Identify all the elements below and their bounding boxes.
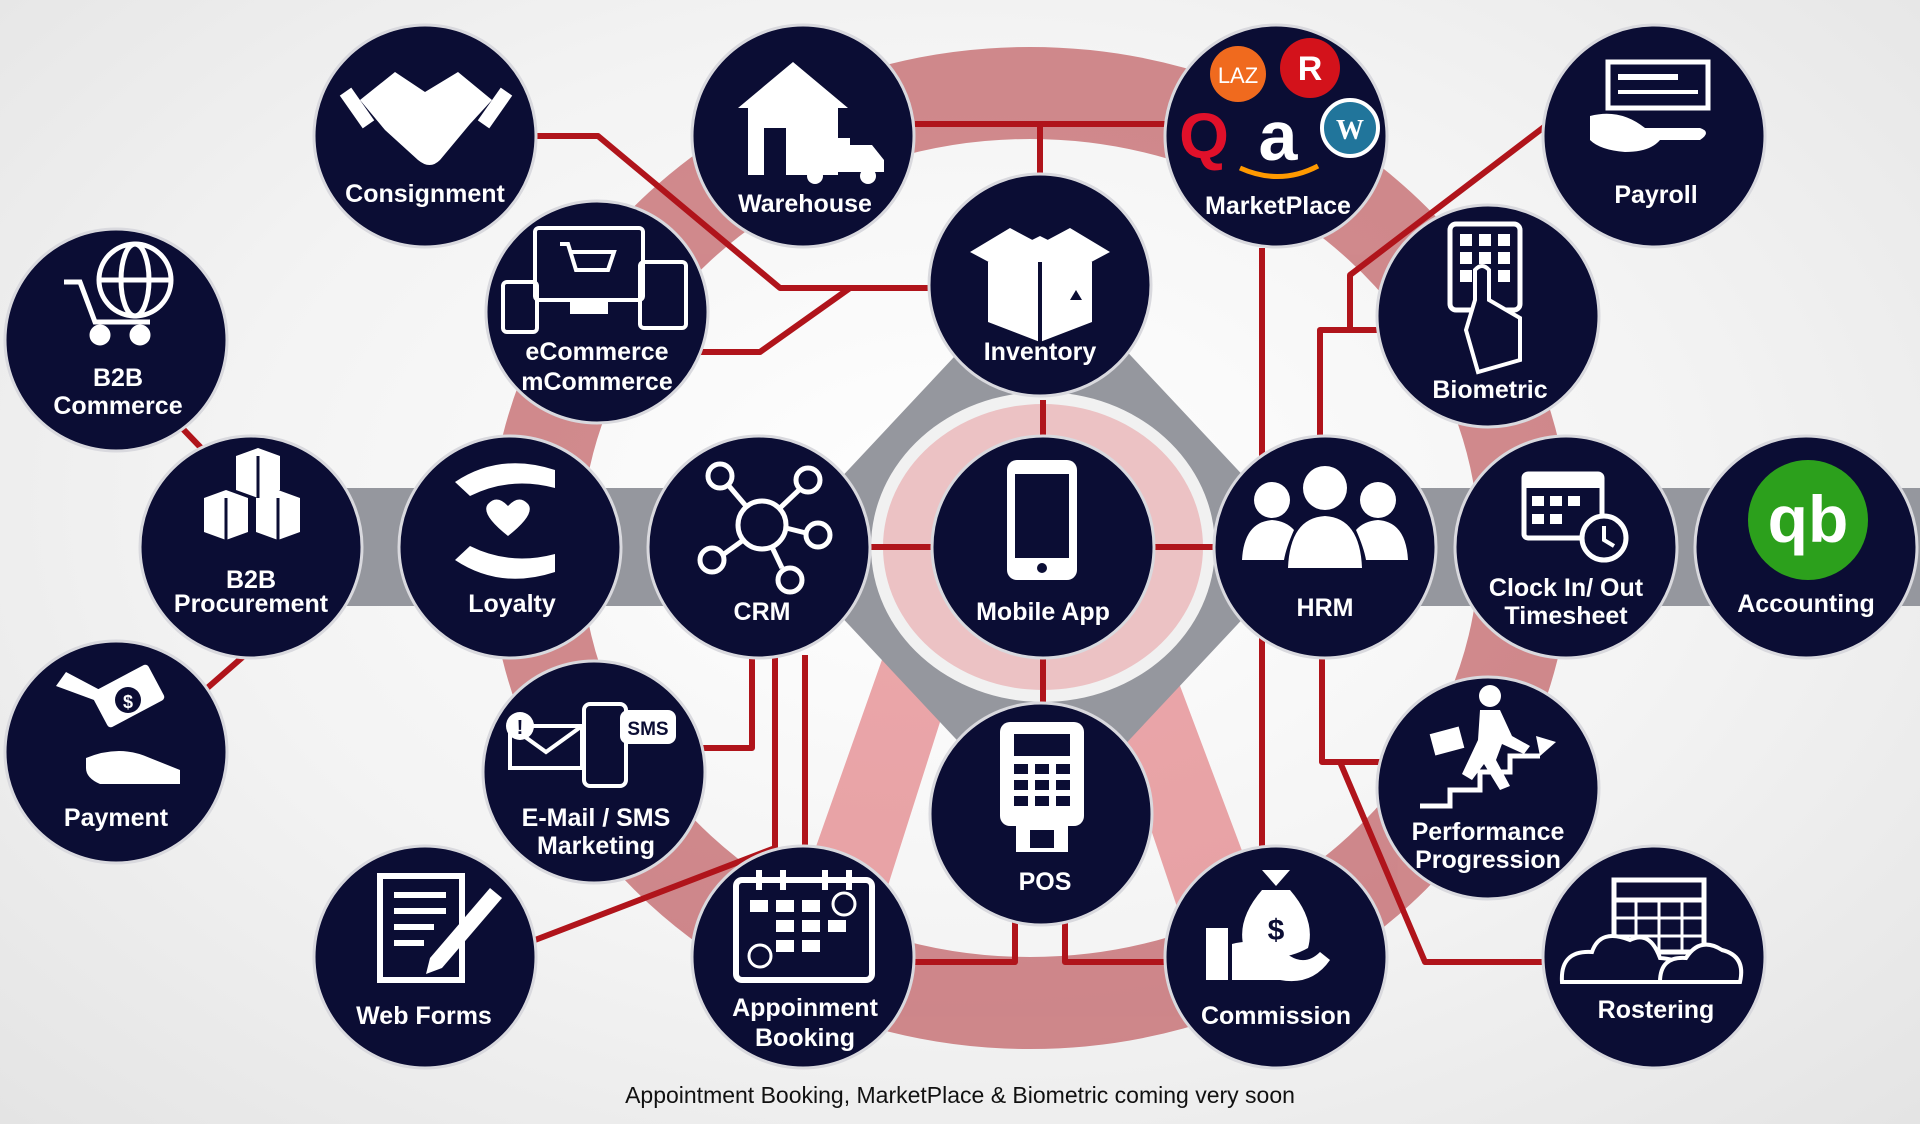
lazada-logo bbox=[1210, 46, 1266, 102]
label-commission: Commission bbox=[1201, 1002, 1351, 1030]
open-box-icon bbox=[970, 228, 1110, 342]
node-web-forms[interactable] bbox=[312, 844, 538, 1070]
form-pencil-icon bbox=[377, 873, 502, 983]
label-biometric: Biometric bbox=[1432, 376, 1547, 404]
connectors bbox=[179, 121, 1550, 965]
svg-text:!: ! bbox=[517, 717, 524, 739]
connector-payment-procurement bbox=[203, 652, 247, 693]
label-performance-2: Progression bbox=[1415, 846, 1561, 874]
label-inventory: Inventory bbox=[984, 338, 1097, 366]
label-email-sms-1: E-Mail / SMS bbox=[522, 804, 671, 832]
team-people-icon bbox=[1242, 466, 1408, 568]
label-accounting: Accounting bbox=[1737, 590, 1875, 618]
footer-note: Appointment Booking, MarketPlace & Biome… bbox=[625, 1082, 1295, 1108]
label-clock-2: Timesheet bbox=[1504, 602, 1628, 630]
stacked-boxes-icon bbox=[204, 448, 300, 540]
connector-ecommerce-inventory bbox=[700, 285, 935, 355]
label-loyalty: Loyalty bbox=[468, 590, 556, 618]
fingerprint-keypad-icon bbox=[1447, 221, 1523, 375]
svg-text:SMS: SMS bbox=[627, 719, 668, 740]
node-b2b-procurement[interactable] bbox=[138, 434, 364, 660]
label-mobile-app: Mobile App bbox=[976, 598, 1110, 626]
quickbooks-icon: qb bbox=[1748, 460, 1868, 580]
label-b2b-procurement-1: B2B bbox=[226, 566, 276, 594]
rakuten-logo bbox=[1280, 38, 1340, 98]
label-web-forms: Web Forms bbox=[356, 1002, 492, 1030]
label-appointment-2: Booking bbox=[755, 1024, 855, 1052]
label-warehouse: Warehouse bbox=[738, 190, 872, 218]
cloud-calendar-icon bbox=[1559, 877, 1744, 984]
connector-payroll-biometric bbox=[1347, 121, 1550, 330]
label-pos: POS bbox=[1019, 868, 1072, 896]
calendar-check-icon bbox=[733, 870, 875, 983]
node-clock[interactable] bbox=[1453, 434, 1679, 660]
connector-pos-commission bbox=[1062, 905, 1172, 965]
label-email-sms-2: Marketing bbox=[537, 832, 655, 860]
label-consignment: Consignment bbox=[345, 180, 505, 208]
node-loyalty[interactable] bbox=[397, 434, 623, 660]
stair-climber-icon bbox=[1420, 685, 1556, 809]
cash-hands-icon: $ bbox=[56, 664, 180, 784]
connector-crm-webforms bbox=[533, 655, 778, 943]
email-sms-icon: ! SMS bbox=[506, 702, 676, 788]
svg-text:LAZ: LAZ bbox=[1218, 63, 1258, 88]
connector-hrm-rostering bbox=[1337, 760, 1550, 965]
devices-cart-icon bbox=[501, 226, 688, 334]
node-labels: Consignment Warehouse MarketPlace Payrol… bbox=[53, 180, 1874, 1052]
network-hub-icon bbox=[697, 461, 833, 595]
amazon-logo: a bbox=[1259, 97, 1299, 175]
svg-text:$: $ bbox=[1268, 914, 1285, 947]
handshake-icon bbox=[339, 72, 513, 165]
connector-pos-appointment bbox=[915, 905, 1018, 965]
warehouse-truck-icon bbox=[738, 62, 884, 184]
label-rostering: Rostering bbox=[1598, 996, 1715, 1024]
label-clock-1: Clock In/ Out bbox=[1489, 574, 1644, 602]
calendar-clock-icon bbox=[1521, 471, 1629, 563]
pos-terminal-icon bbox=[1000, 722, 1084, 852]
connector-biometric-hrm bbox=[1317, 327, 1390, 445]
label-b2b-commerce-1: B2B bbox=[93, 364, 143, 392]
svg-text:R: R bbox=[1298, 50, 1323, 88]
label-ecommerce-1: eCommerce bbox=[525, 338, 668, 366]
svg-text:qb: qb bbox=[1768, 482, 1849, 556]
wordpress-logo bbox=[1320, 98, 1380, 158]
money-bag-hand-icon: $ bbox=[1206, 870, 1330, 982]
globe-cart-icon bbox=[64, 241, 174, 346]
q-logo: Q bbox=[1179, 100, 1229, 172]
label-hrm: HRM bbox=[1297, 594, 1354, 622]
label-b2b-commerce-2: Commerce bbox=[53, 392, 182, 420]
cheque-hand-icon bbox=[1590, 59, 1711, 152]
label-ecommerce-2: mCommerce bbox=[521, 368, 673, 396]
label-appointment-1: Appoinment bbox=[732, 994, 878, 1022]
label-performance-1: Performance bbox=[1412, 818, 1565, 846]
label-crm: CRM bbox=[734, 598, 791, 626]
label-marketplace: MarketPlace bbox=[1205, 192, 1351, 220]
heart-hands-icon bbox=[455, 463, 555, 579]
svg-text:$: $ bbox=[123, 692, 133, 712]
connector-crm-email bbox=[700, 655, 755, 751]
label-payroll: Payroll bbox=[1614, 181, 1697, 209]
connector-hrm-performance bbox=[1319, 650, 1380, 765]
marketplace-logos-icon: LAZ R Q a W bbox=[1179, 38, 1380, 179]
node-performance[interactable] bbox=[1375, 675, 1601, 901]
smartphone-icon bbox=[1007, 460, 1077, 580]
node-appointment[interactable] bbox=[690, 844, 916, 1070]
svg-text:W: W bbox=[1336, 115, 1364, 146]
label-payment: Payment bbox=[64, 804, 169, 832]
label-b2b-procurement-2: Procurement bbox=[174, 590, 329, 618]
